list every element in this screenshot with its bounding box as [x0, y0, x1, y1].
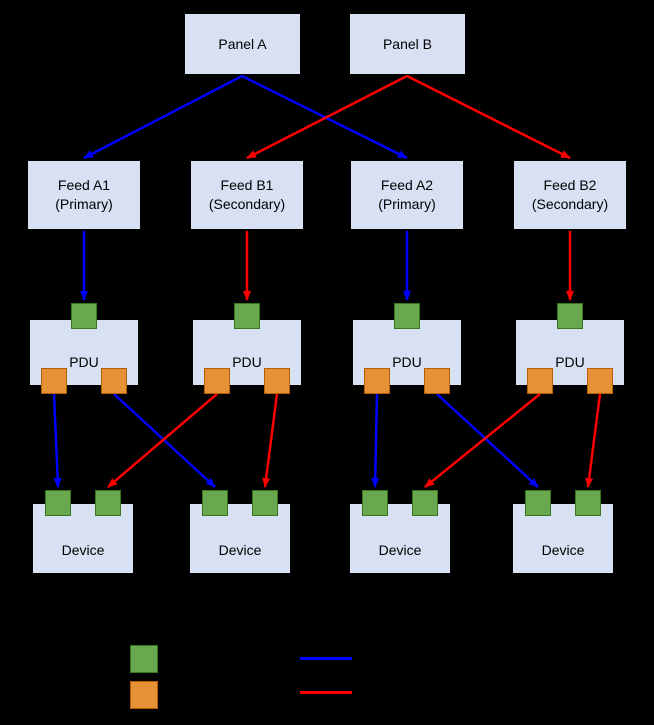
edge-panel_a-to-feed_a1: [83, 74, 243, 160]
node-feed-b2-role: (Secondary): [531, 196, 609, 212]
pdu-3-output-port-right: [424, 368, 450, 394]
node-feed-a2-role: (Primary): [378, 196, 436, 212]
node-pdu-3-label: PDU: [392, 354, 422, 371]
node-feed-a1-name: Feed A1: [57, 177, 111, 194]
edge-pdu3_out_r-to-dev4_in_l: [436, 393, 539, 488]
device-1-input-port-left: [45, 490, 71, 516]
node-pdu-2-label: PDU: [232, 354, 262, 371]
legend-input-port-swatch: [130, 645, 158, 673]
device-2-input-port-right: [252, 490, 278, 516]
node-pdu-1-label: PDU: [69, 354, 99, 371]
pdu-4-output-port-right: [587, 368, 613, 394]
node-device-1-label: Device: [61, 542, 105, 559]
node-feed-b2: Feed B2 (Secondary): [514, 161, 626, 229]
device-4-input-port-left: [525, 490, 551, 516]
legend-secondary-path-line: [300, 691, 352, 694]
device-3-input-port-left: [362, 490, 388, 516]
edge-pdu4_out_l-to-dev3_in_r: [424, 393, 541, 488]
edge-pdu1_out_l-to-dev1_in_l: [52, 393, 62, 488]
node-feed-a1-role: (Primary): [55, 196, 113, 212]
device-1-input-port-right: [95, 490, 121, 516]
node-device-3-label: Device: [378, 542, 422, 559]
legend-output-port-swatch: [130, 681, 158, 709]
legend-primary-path-line: [300, 657, 352, 660]
node-feed-a2: Feed A2 (Primary): [351, 161, 463, 229]
pdu-4-input-port: [557, 303, 583, 329]
edge-pdu4_out_r-to-dev4_in_r: [585, 393, 602, 488]
pdu-2-output-port-left: [204, 368, 230, 394]
node-feed-b1-name: Feed B1: [220, 177, 274, 194]
device-3-input-port-right: [412, 490, 438, 516]
pdu-3-output-port-left: [364, 368, 390, 394]
node-feed-b2-name: Feed B2: [543, 177, 597, 194]
node-feed-b1: Feed B1 (Secondary): [191, 161, 303, 229]
pdu-3-input-port: [394, 303, 420, 329]
pdu-1-output-port-left: [41, 368, 67, 394]
pdu-2-output-port-right: [264, 368, 290, 394]
node-panel-a-label: Panel A: [218, 35, 267, 52]
pdu-1-output-port-right: [101, 368, 127, 394]
node-panel-b-label: Panel B: [382, 35, 433, 52]
node-device-4-label: Device: [541, 542, 585, 559]
edge-panel_b-to-feed_b1: [246, 74, 408, 160]
edge-pdu2_out_r-to-dev2_in_r: [262, 393, 279, 488]
edge-pdu2_out_l-to-dev1_in_r: [107, 393, 218, 488]
node-feed-b1-role: (Secondary): [208, 196, 286, 212]
edge-panel_a-to-feed_a2: [241, 74, 408, 160]
device-4-input-port-right: [575, 490, 601, 516]
node-feed-a1: Feed A1 (Primary): [28, 161, 140, 229]
pdu-2-input-port: [234, 303, 260, 329]
edge-panel_b-to-feed_b2: [406, 74, 571, 160]
pdu-4-output-port-left: [527, 368, 553, 394]
node-pdu-4-label: PDU: [555, 354, 585, 371]
edge-pdu1_out_r-to-dev2_in_l: [113, 393, 216, 488]
node-panel-a: Panel A: [185, 14, 300, 74]
device-2-input-port-left: [202, 490, 228, 516]
pdu-1-input-port: [71, 303, 97, 329]
node-device-2-label: Device: [218, 542, 262, 559]
node-feed-a2-name: Feed A2: [380, 177, 434, 194]
edge-pdu3_out_l-to-dev3_in_l: [371, 393, 380, 488]
node-panel-b: Panel B: [350, 14, 465, 74]
